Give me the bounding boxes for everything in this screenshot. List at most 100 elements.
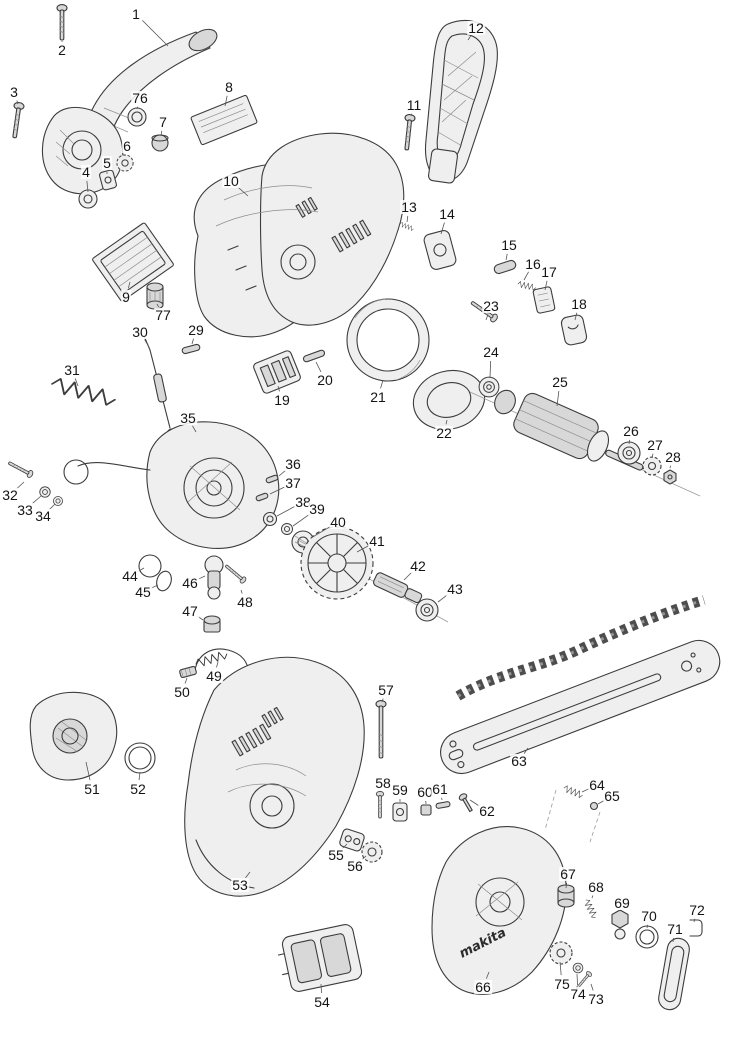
screw-3 (9, 101, 25, 139)
gear-unit-54 (277, 924, 363, 992)
leader-line-35 (192, 425, 197, 433)
leader-line-37 (269, 486, 286, 495)
leader-line-25 (556, 390, 560, 407)
plate-9 (92, 222, 174, 302)
tension-rod-30 (143, 335, 178, 440)
front-guard-12 (424, 19, 498, 184)
leader-line-17 (544, 280, 548, 291)
screw-11 (401, 113, 416, 151)
leader-line-7 (160, 130, 163, 137)
screw-2 (56, 4, 68, 41)
leader-line-77 (156, 303, 160, 308)
leader-line-1 (142, 20, 169, 47)
pin-20 (302, 349, 326, 363)
leader-line-8 (224, 95, 228, 107)
bearing-43 (415, 598, 439, 622)
leader-line-41 (356, 544, 370, 553)
leader-line-65 (597, 800, 605, 805)
lower-housing-53 (184, 656, 365, 897)
fan-baffle-22 (412, 369, 486, 431)
leader-line-62 (469, 799, 480, 807)
screw-58 (375, 791, 385, 819)
nut-69 (611, 909, 629, 940)
leader-line-40 (310, 526, 331, 539)
screw-57 (375, 700, 387, 759)
leader-line-22 (445, 419, 448, 425)
bracket-5 (99, 169, 117, 191)
sleeve-77 (146, 282, 164, 310)
leader-line-57 (381, 698, 384, 703)
leader-line-44 (137, 567, 145, 572)
terminal-19 (253, 350, 301, 394)
leader-line-9 (127, 281, 131, 289)
oil-tube-49 (194, 648, 249, 671)
saw-chain (455, 595, 706, 701)
leader-line-73 (590, 983, 594, 991)
cap-7 (151, 134, 169, 152)
nut-60 (420, 804, 432, 816)
pin-15 (493, 259, 517, 275)
leader-line-19 (277, 385, 280, 392)
leader-line-30 (144, 339, 150, 348)
bearing-26 (617, 441, 641, 465)
leader-line-21 (380, 379, 384, 389)
bearing-24 (478, 376, 500, 398)
leader-line-42 (403, 572, 412, 581)
pin-37 (255, 492, 269, 502)
oil-pump-46 (204, 555, 224, 600)
leader-line-48 (240, 589, 243, 594)
leader-line-55 (342, 843, 348, 849)
leader-line-14 (440, 222, 445, 235)
leader-line-18 (574, 312, 578, 321)
leader-line-39 (292, 513, 310, 527)
spring-68 (582, 898, 599, 920)
spindle-42 (373, 572, 423, 604)
motor-bracket-51 (29, 691, 118, 781)
leader-line-27 (651, 453, 654, 459)
leader-line-12 (467, 35, 472, 41)
leader-line-3 (16, 100, 19, 105)
screw-23 (468, 298, 500, 324)
leader-line-29 (191, 338, 194, 345)
cover-plate-71 (658, 937, 690, 1011)
leader-line-43 (437, 594, 449, 603)
ring-76 (127, 107, 147, 127)
leader-line-64 (581, 788, 590, 793)
motor-housing-10 (193, 132, 405, 338)
leader-line-75 (559, 961, 562, 976)
leader-line-15 (505, 253, 508, 261)
pin-61 (435, 801, 451, 809)
washer-38 (262, 511, 278, 527)
pin-29 (181, 343, 201, 355)
leader-line-32 (16, 481, 25, 490)
leader-line-11 (410, 113, 413, 117)
leader-line-66 (485, 971, 490, 979)
ring-4 (78, 189, 98, 209)
sprocket-cover-66: makita (431, 826, 567, 995)
guide-bar-63 (440, 639, 721, 775)
leader-line-71 (672, 937, 675, 943)
lever-17 (532, 286, 556, 314)
leader-line-51 (85, 761, 91, 781)
leader-line-34 (49, 503, 56, 510)
block-59 (392, 802, 408, 822)
spring-13 (398, 221, 415, 232)
leader-line-38 (276, 505, 296, 517)
pinion-27 (642, 456, 662, 476)
sleeve-67 (557, 884, 575, 908)
leader-line-72 (693, 918, 696, 923)
bolt-48 (223, 562, 248, 585)
motor-sleeve-21 (346, 298, 430, 382)
leader-line-52 (138, 771, 141, 781)
oil-cap-47 (203, 615, 221, 633)
oring-45 (156, 570, 172, 592)
washer-74 (572, 962, 584, 974)
leader-line-54 (320, 983, 322, 994)
leader-line-68 (591, 895, 594, 899)
leader-line-46 (197, 575, 206, 580)
leader-line-76 (136, 106, 139, 110)
locknut-28 (663, 469, 677, 485)
brake-bracket-14 (423, 230, 457, 270)
